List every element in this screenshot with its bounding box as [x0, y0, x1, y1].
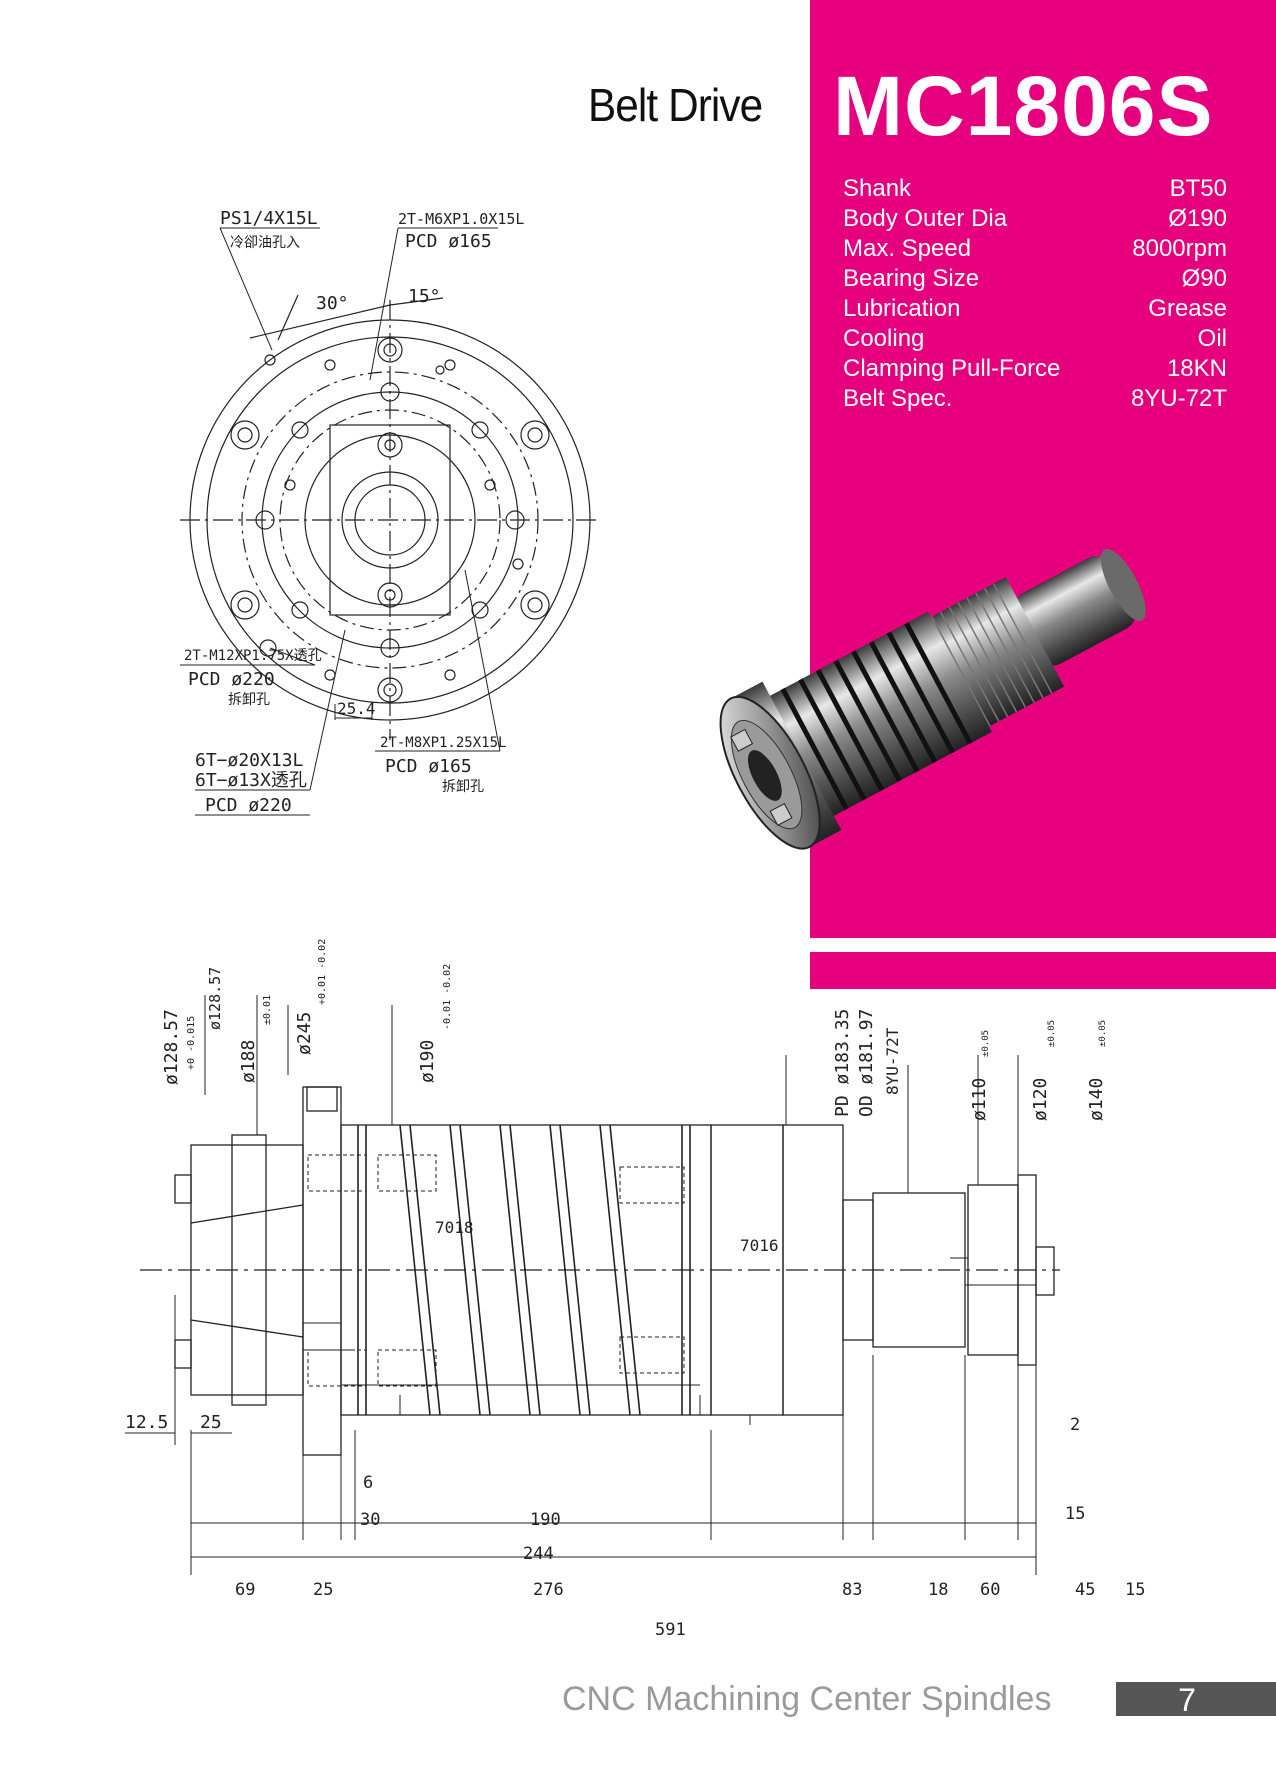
page-number-box — [1116, 1682, 1276, 1716]
dia-128-label: ø128.57 — [206, 967, 224, 1030]
side-view-drawing: ø128.57 ø128.57 +0 -0.015 ø188 ±0.01 ø24… — [125, 939, 1145, 1640]
spec-row: Cooling Oil — [843, 324, 1227, 354]
spec-label: Shank — [843, 175, 912, 202]
spec-list: Shank BT50 Body Outer Dia Ø190 Max. Speed 8… — [843, 174, 1227, 414]
dim-12-5: 12.5 — [125, 1412, 168, 1433]
spec-value: Ø90 — [1181, 265, 1227, 292]
dim-591: 591 — [655, 1620, 686, 1640]
footer-title: CNC Machining Center Spindles — [562, 1680, 1052, 1718]
spec-row: Bearing Size Ø90 — [843, 264, 1227, 294]
dia-110-tolerance: ±0.05 — [981, 1030, 991, 1057]
m8-pcd-label: PCD ø165 — [385, 756, 472, 777]
spec-label: Max. Speed — [843, 235, 972, 262]
dia-245-tolerance: +0.01 -0.02 — [317, 939, 328, 1005]
spec-row: Clamping Pull-Force 18KN — [843, 354, 1227, 384]
pd-label: PD ø183.35 — [832, 1009, 853, 1117]
spec-label: Body Outer Dia — [843, 205, 1008, 232]
hole-pcd-label: PCD ø220 — [205, 795, 292, 816]
angle-30-label: 30° — [316, 293, 349, 314]
dia-120-tolerance: ±0.05 — [1047, 1020, 1057, 1047]
drive-type-title: Belt Drive — [588, 79, 763, 131]
m8-thread-label: 2T-M8XP1.25X15L — [380, 735, 506, 751]
spec-label: Bearing Size — [843, 265, 980, 292]
model-title: MC1806S — [833, 59, 1214, 153]
ps-label: PS1/4X15L — [220, 208, 318, 229]
od-label: OD ø181.97 — [856, 1009, 877, 1117]
spec-value: BT50 — [1169, 175, 1227, 202]
dim-190: 190 — [530, 1510, 561, 1530]
dim-18: 18 — [928, 1580, 948, 1600]
spec-value: Grease — [1148, 295, 1227, 322]
spec-value: 8000rpm — [1132, 235, 1227, 262]
spindle-product-image — [719, 549, 1146, 850]
dim-25-a: 25 — [200, 1412, 222, 1433]
dim-25-b: 25 — [313, 1580, 333, 1600]
spec-row: Body Outer Dia Ø190 — [843, 204, 1227, 234]
dim-244: 244 — [523, 1544, 554, 1564]
spec-label: Clamping Pull-Force — [843, 355, 1061, 382]
spec-value: 18KN — [1166, 355, 1227, 382]
dim-83: 83 — [842, 1580, 862, 1600]
m6-thread-label: 2T-M6XP1.0X15L — [398, 210, 524, 228]
dia-190-value: ø190 — [417, 1040, 438, 1083]
dia-128-value: ø128.57 — [161, 1009, 182, 1085]
dim-6: 6 — [363, 1473, 373, 1493]
front-bearing-label: 7018 — [435, 1218, 474, 1237]
dia-140-value: ø140 — [1086, 1078, 1107, 1121]
dim-60: 60 — [980, 1580, 1000, 1600]
spec-label: Cooling — [843, 325, 925, 352]
belt-spec-label: 8YU-72T — [883, 1027, 902, 1095]
m8-note-label: 拆卸孔 — [442, 779, 484, 795]
page-number: 7 — [1178, 1682, 1196, 1718]
spec-value: Ø190 — [1168, 205, 1227, 232]
dia-188-tolerance: ±0.01 — [262, 995, 273, 1025]
dim-30: 30 — [360, 1510, 380, 1530]
hole-spec-a: 6T−ø20X13L — [195, 750, 304, 771]
spec-row: Belt Spec. 8YU-72T — [843, 384, 1227, 414]
dia-110-value: ø110 — [969, 1078, 990, 1121]
coolant-inlet-label: 冷卻油孔入 — [230, 235, 300, 251]
hole-spec-b: 6T−ø13X透孔 — [195, 770, 307, 791]
m12-thread-label: 2T-M12XP1.75X透孔 — [184, 648, 322, 664]
m12-note-label: 拆卸孔 — [228, 692, 270, 708]
angle-15-label: 15° — [408, 286, 441, 307]
m12-pcd-label: PCD ø220 — [188, 669, 275, 690]
dim-276: 276 — [533, 1580, 564, 1600]
m6-pcd-label: PCD ø165 — [405, 231, 492, 252]
dia-245-value: ø245 — [294, 1012, 315, 1055]
magenta-divider-band — [810, 952, 1276, 989]
dim-45: 45 — [1075, 1580, 1095, 1600]
dia-120-value: ø120 — [1030, 1078, 1051, 1121]
spec-label: Lubrication — [843, 295, 961, 322]
rear-bearing-label: 7016 — [740, 1236, 779, 1255]
dia-188-value: ø188 — [238, 1040, 259, 1083]
spec-value: 8YU-72T — [1130, 385, 1227, 412]
dia-140-tolerance: ±0.05 — [1098, 1020, 1108, 1047]
spec-row: Max. Speed 8000rpm — [843, 234, 1227, 264]
dim-2: 2 — [1070, 1415, 1080, 1435]
dia-128-tolerance: +0 -0.015 — [186, 1016, 197, 1070]
spec-value: Oil — [1197, 325, 1227, 352]
spec-row: Lubrication Grease — [843, 294, 1227, 324]
spec-label: Belt Spec. — [843, 385, 953, 412]
dim-15-b: 15 — [1065, 1504, 1085, 1524]
dim-15-a: 15 — [1125, 1580, 1145, 1600]
dim-69: 69 — [235, 1580, 255, 1600]
dim-25-4-label: 25.4 — [337, 699, 376, 718]
spec-row: Shank BT50 — [843, 174, 1227, 204]
dia-190-tolerance: -0.01 -0.02 — [442, 964, 453, 1030]
front-view-drawing: PS1/4X15L 冷卻油孔入 2T-M6XP1.0X15L PCD ø165 … — [180, 208, 600, 816]
